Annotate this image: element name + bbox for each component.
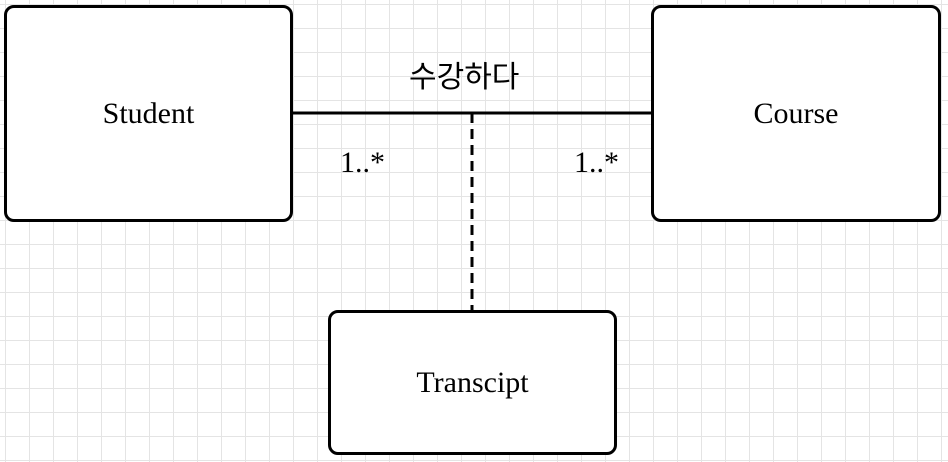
student-class-label: Student bbox=[102, 96, 195, 130]
transcript-class-label: Transcipt bbox=[416, 365, 529, 399]
course-class-box[interactable]: Course bbox=[651, 5, 941, 222]
transcript-class-box[interactable]: Transcipt bbox=[328, 310, 617, 455]
association-name-label: 수강하다 bbox=[409, 60, 520, 95]
course-multiplicity-label: 1..* bbox=[574, 146, 619, 179]
course-class-label: Course bbox=[753, 96, 839, 130]
student-class-box[interactable]: Student bbox=[4, 5, 293, 222]
student-multiplicity-label: 1..* bbox=[340, 146, 385, 179]
